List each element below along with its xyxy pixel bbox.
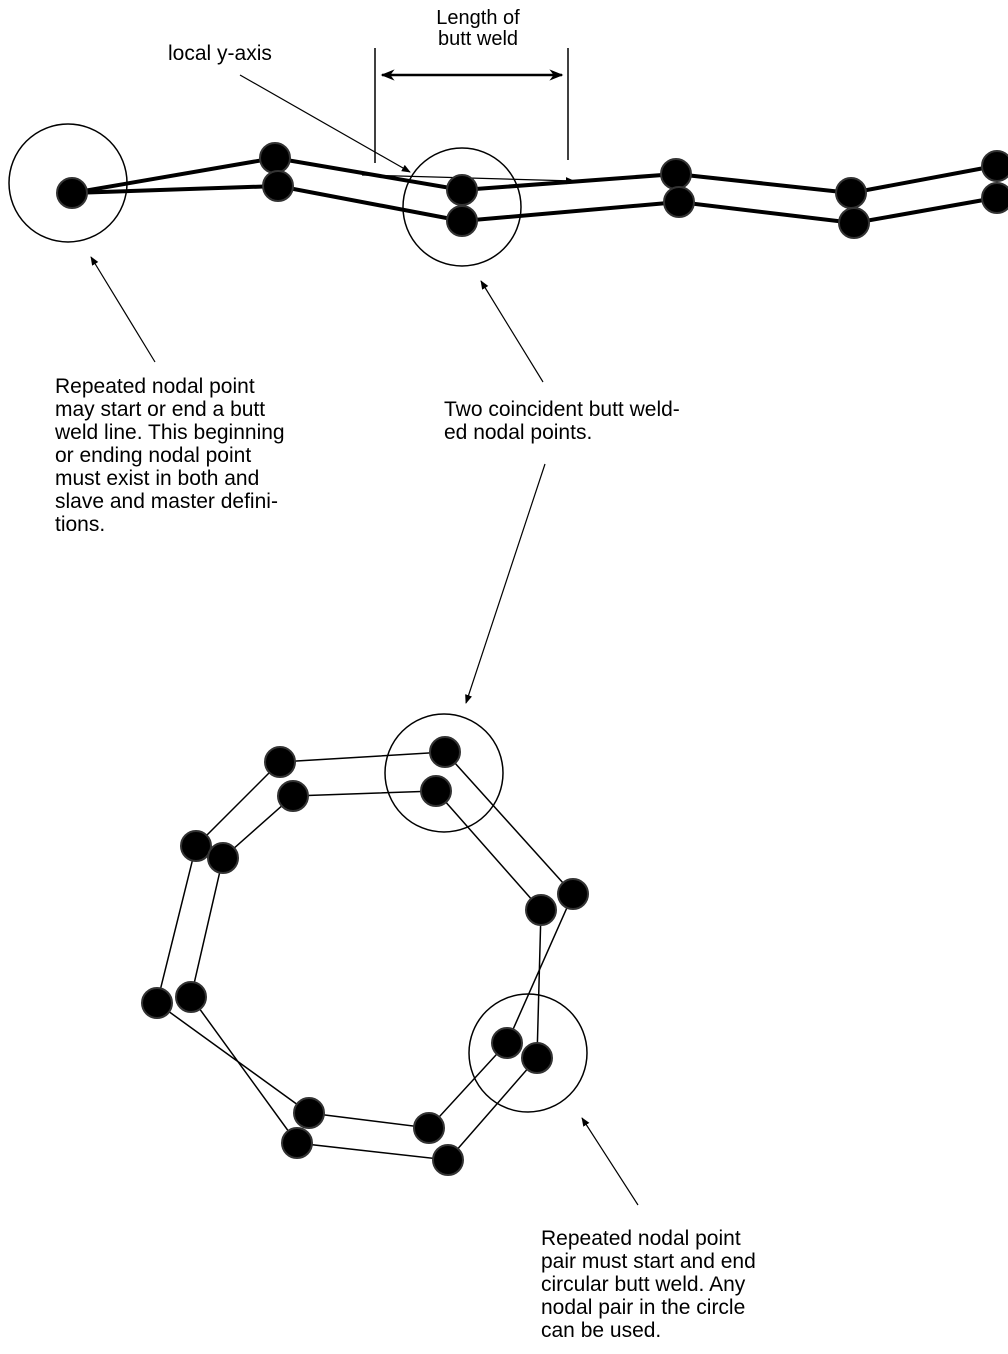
ring-top-circle [384,713,504,833]
circular-butt-weld [141,713,639,1206]
nodal-point [521,1042,553,1074]
linear-butt-weld [8,48,1008,383]
nodal-point [56,177,88,209]
length-of-butt-weld-label: Length of butt weld [436,7,520,50]
nodal-points-ring [141,736,589,1176]
repeated-nodal-point-note: Repeated nodal point may start or end a … [55,375,285,536]
nodal-point [835,177,867,209]
nodal-point [175,981,207,1013]
outer-ring-line [156,751,574,1129]
lower-shell-line [71,183,996,226]
repeated-nodal-pair-note: Repeated nodal point pair must start and… [541,1227,756,1342]
nodal-point [262,170,294,202]
nodal-point [446,174,478,206]
nodal-point [264,746,296,778]
coincident-node-circle [402,147,522,267]
nodal-point [293,1097,325,1129]
leader-arrow-ring-pair [581,1117,639,1206]
nodal-point [491,1027,523,1059]
nodal-point [180,830,212,862]
nodal-point [557,878,589,910]
two-coincident-note: Two coincident butt weld- ed nodal point… [444,398,680,444]
nodal-point [446,205,478,237]
nodal-point [277,780,309,812]
nodal-point [207,842,239,874]
nodal-point [413,1112,445,1144]
nodal-point [981,150,1008,182]
nodal-point [141,987,173,1019]
nodal-point [981,182,1008,214]
nodal-point [838,207,870,239]
inner-ring-line [190,790,542,1161]
local-y-axis-label: local y-axis [168,42,272,65]
nodal-point [525,894,557,926]
nodal-point [259,142,291,174]
nodal-point [663,186,695,218]
start-node-circle [8,123,128,243]
nodal-point [420,775,452,807]
leader-arrow-start-node [90,256,156,363]
nodal-point [281,1127,313,1159]
ring-start-circle [468,993,588,1113]
local-y-axis-arrow [239,74,411,173]
nodal-point [660,158,692,190]
leader-arrow-coincident [480,280,544,383]
nodal-points-top [56,142,1008,239]
leader-arrow-ring [465,463,546,704]
nodal-point [432,1144,464,1176]
nodal-point [429,736,461,768]
